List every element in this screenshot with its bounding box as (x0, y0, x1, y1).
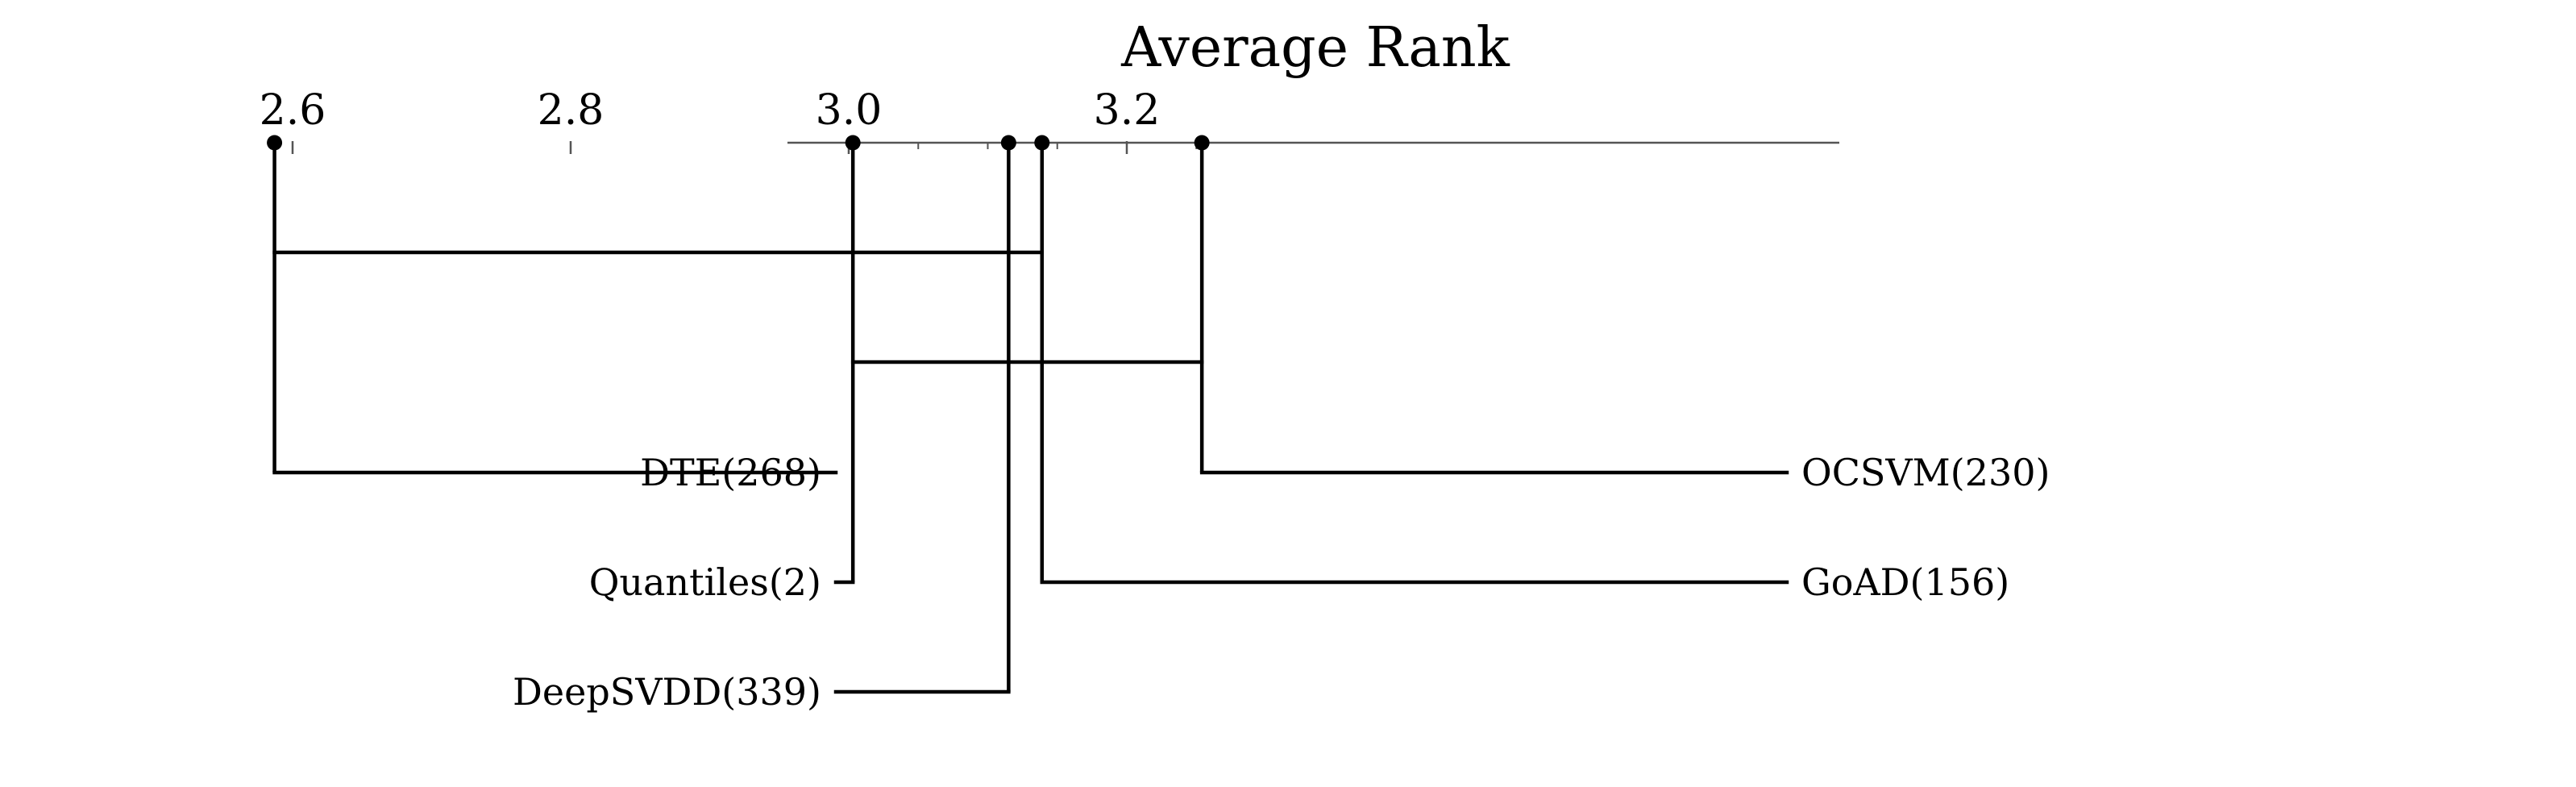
rank-point (1000, 135, 1016, 151)
method-label: OCSVM(230) (1801, 451, 2050, 494)
tick-label: 3.0 (816, 86, 883, 135)
clique-bars (272, 250, 1204, 364)
method-marker: Quantiles(2) (589, 135, 861, 604)
method-label: DeepSVDD(339) (513, 670, 821, 714)
method-lines: DTE(268) Quantiles(2) DeepSVDD(339) OCSVM(2… (267, 135, 2050, 714)
axis-title: Average Rank (1120, 16, 1510, 80)
method-marker: GoAD(156) (1034, 135, 2009, 604)
rank-point (845, 135, 861, 151)
method-label: Quantiles(2) (589, 560, 821, 604)
rank-point (1034, 135, 1050, 151)
rank-point (267, 135, 283, 151)
rank-point (1194, 135, 1210, 151)
method-label: DTE(268) (640, 451, 821, 494)
method-label: GoAD(156) (1801, 560, 2009, 604)
tick-label: 2.8 (538, 86, 605, 135)
method-marker: OCSVM(230) (1194, 135, 2050, 494)
method-marker: DeepSVDD(339) (513, 135, 1016, 714)
tick-label: 2.6 (260, 86, 326, 135)
tick-label: 3.2 (1094, 86, 1161, 135)
method-marker: DTE(268) (267, 135, 838, 494)
rank-axis: 2.6 2.8 3.0 3.2 (260, 86, 1839, 154)
